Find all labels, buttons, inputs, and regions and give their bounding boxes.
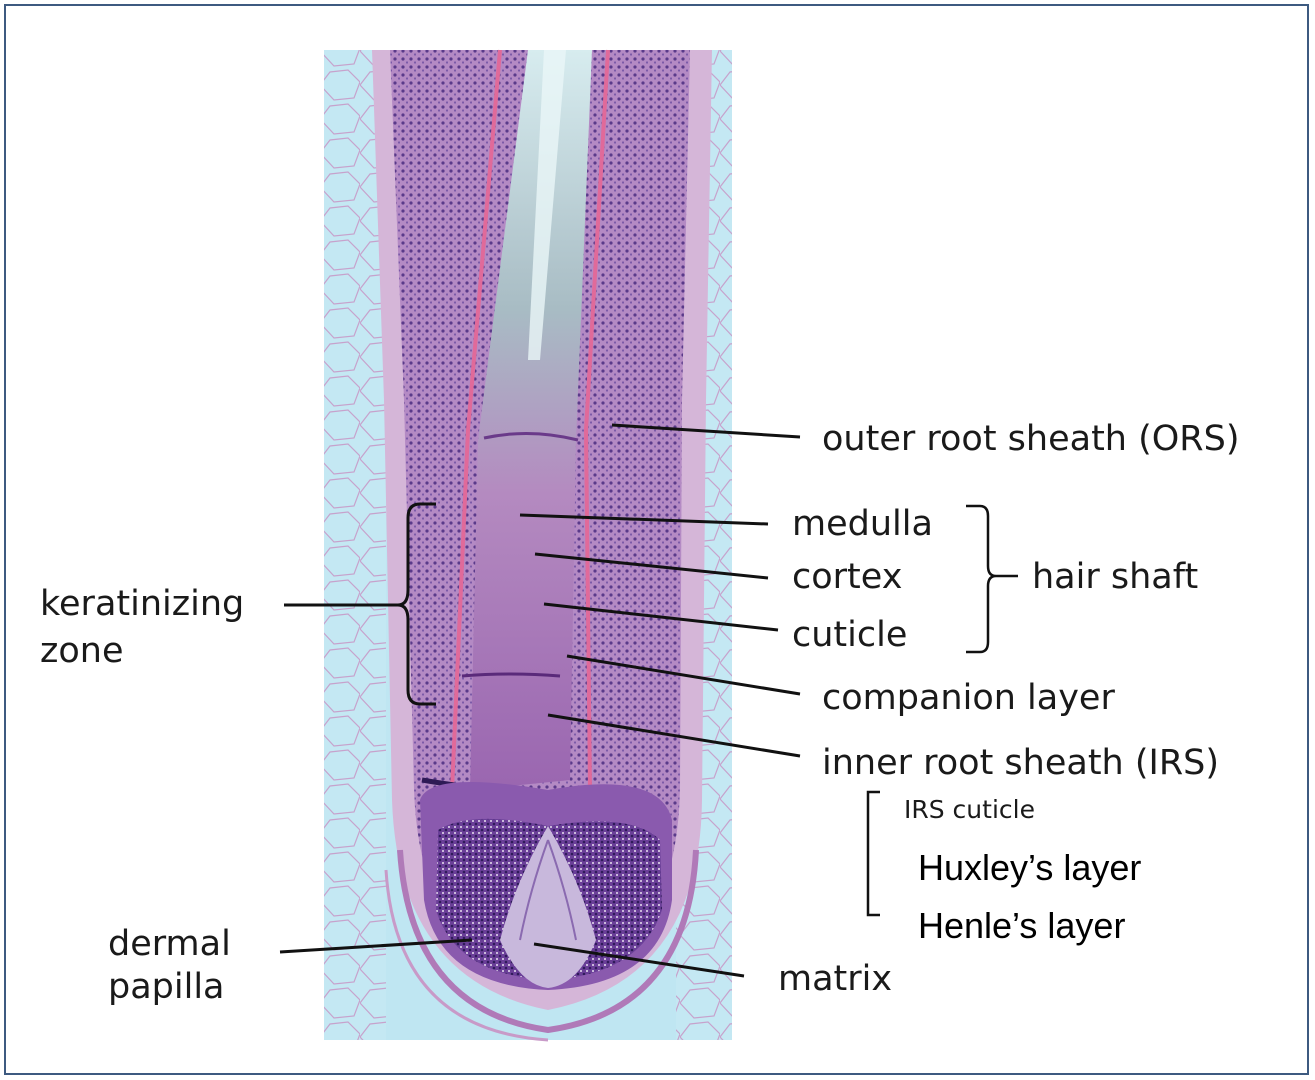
label-companion-layer: companion layer xyxy=(822,678,1115,718)
label-medulla: medulla xyxy=(792,504,933,544)
label-irs-cuticle: IRS cuticle xyxy=(904,795,1035,824)
label-cuticle: cuticle xyxy=(792,615,907,655)
histology-micrograph xyxy=(324,50,732,1040)
irs-layers-bracket xyxy=(868,792,880,915)
label-henle-layer: Henle’s layer xyxy=(918,905,1125,946)
label-papilla: papilla xyxy=(108,967,225,1007)
label-dermal: dermal xyxy=(108,924,231,964)
label-huxley-layer: Huxley’s layer xyxy=(918,847,1141,888)
label-cortex: cortex xyxy=(792,557,902,597)
label-outer-root-sheath: outer root sheath (ORS) xyxy=(822,419,1240,459)
hair-shaft-bracket xyxy=(966,506,996,652)
label-matrix: matrix xyxy=(778,959,892,999)
label-keratinizing: keratinizing xyxy=(40,584,244,624)
label-inner-root-sheath: inner root sheath (IRS) xyxy=(822,743,1219,783)
label-zone: zone xyxy=(40,631,124,671)
label-hair-shaft: hair shaft xyxy=(1032,557,1198,597)
